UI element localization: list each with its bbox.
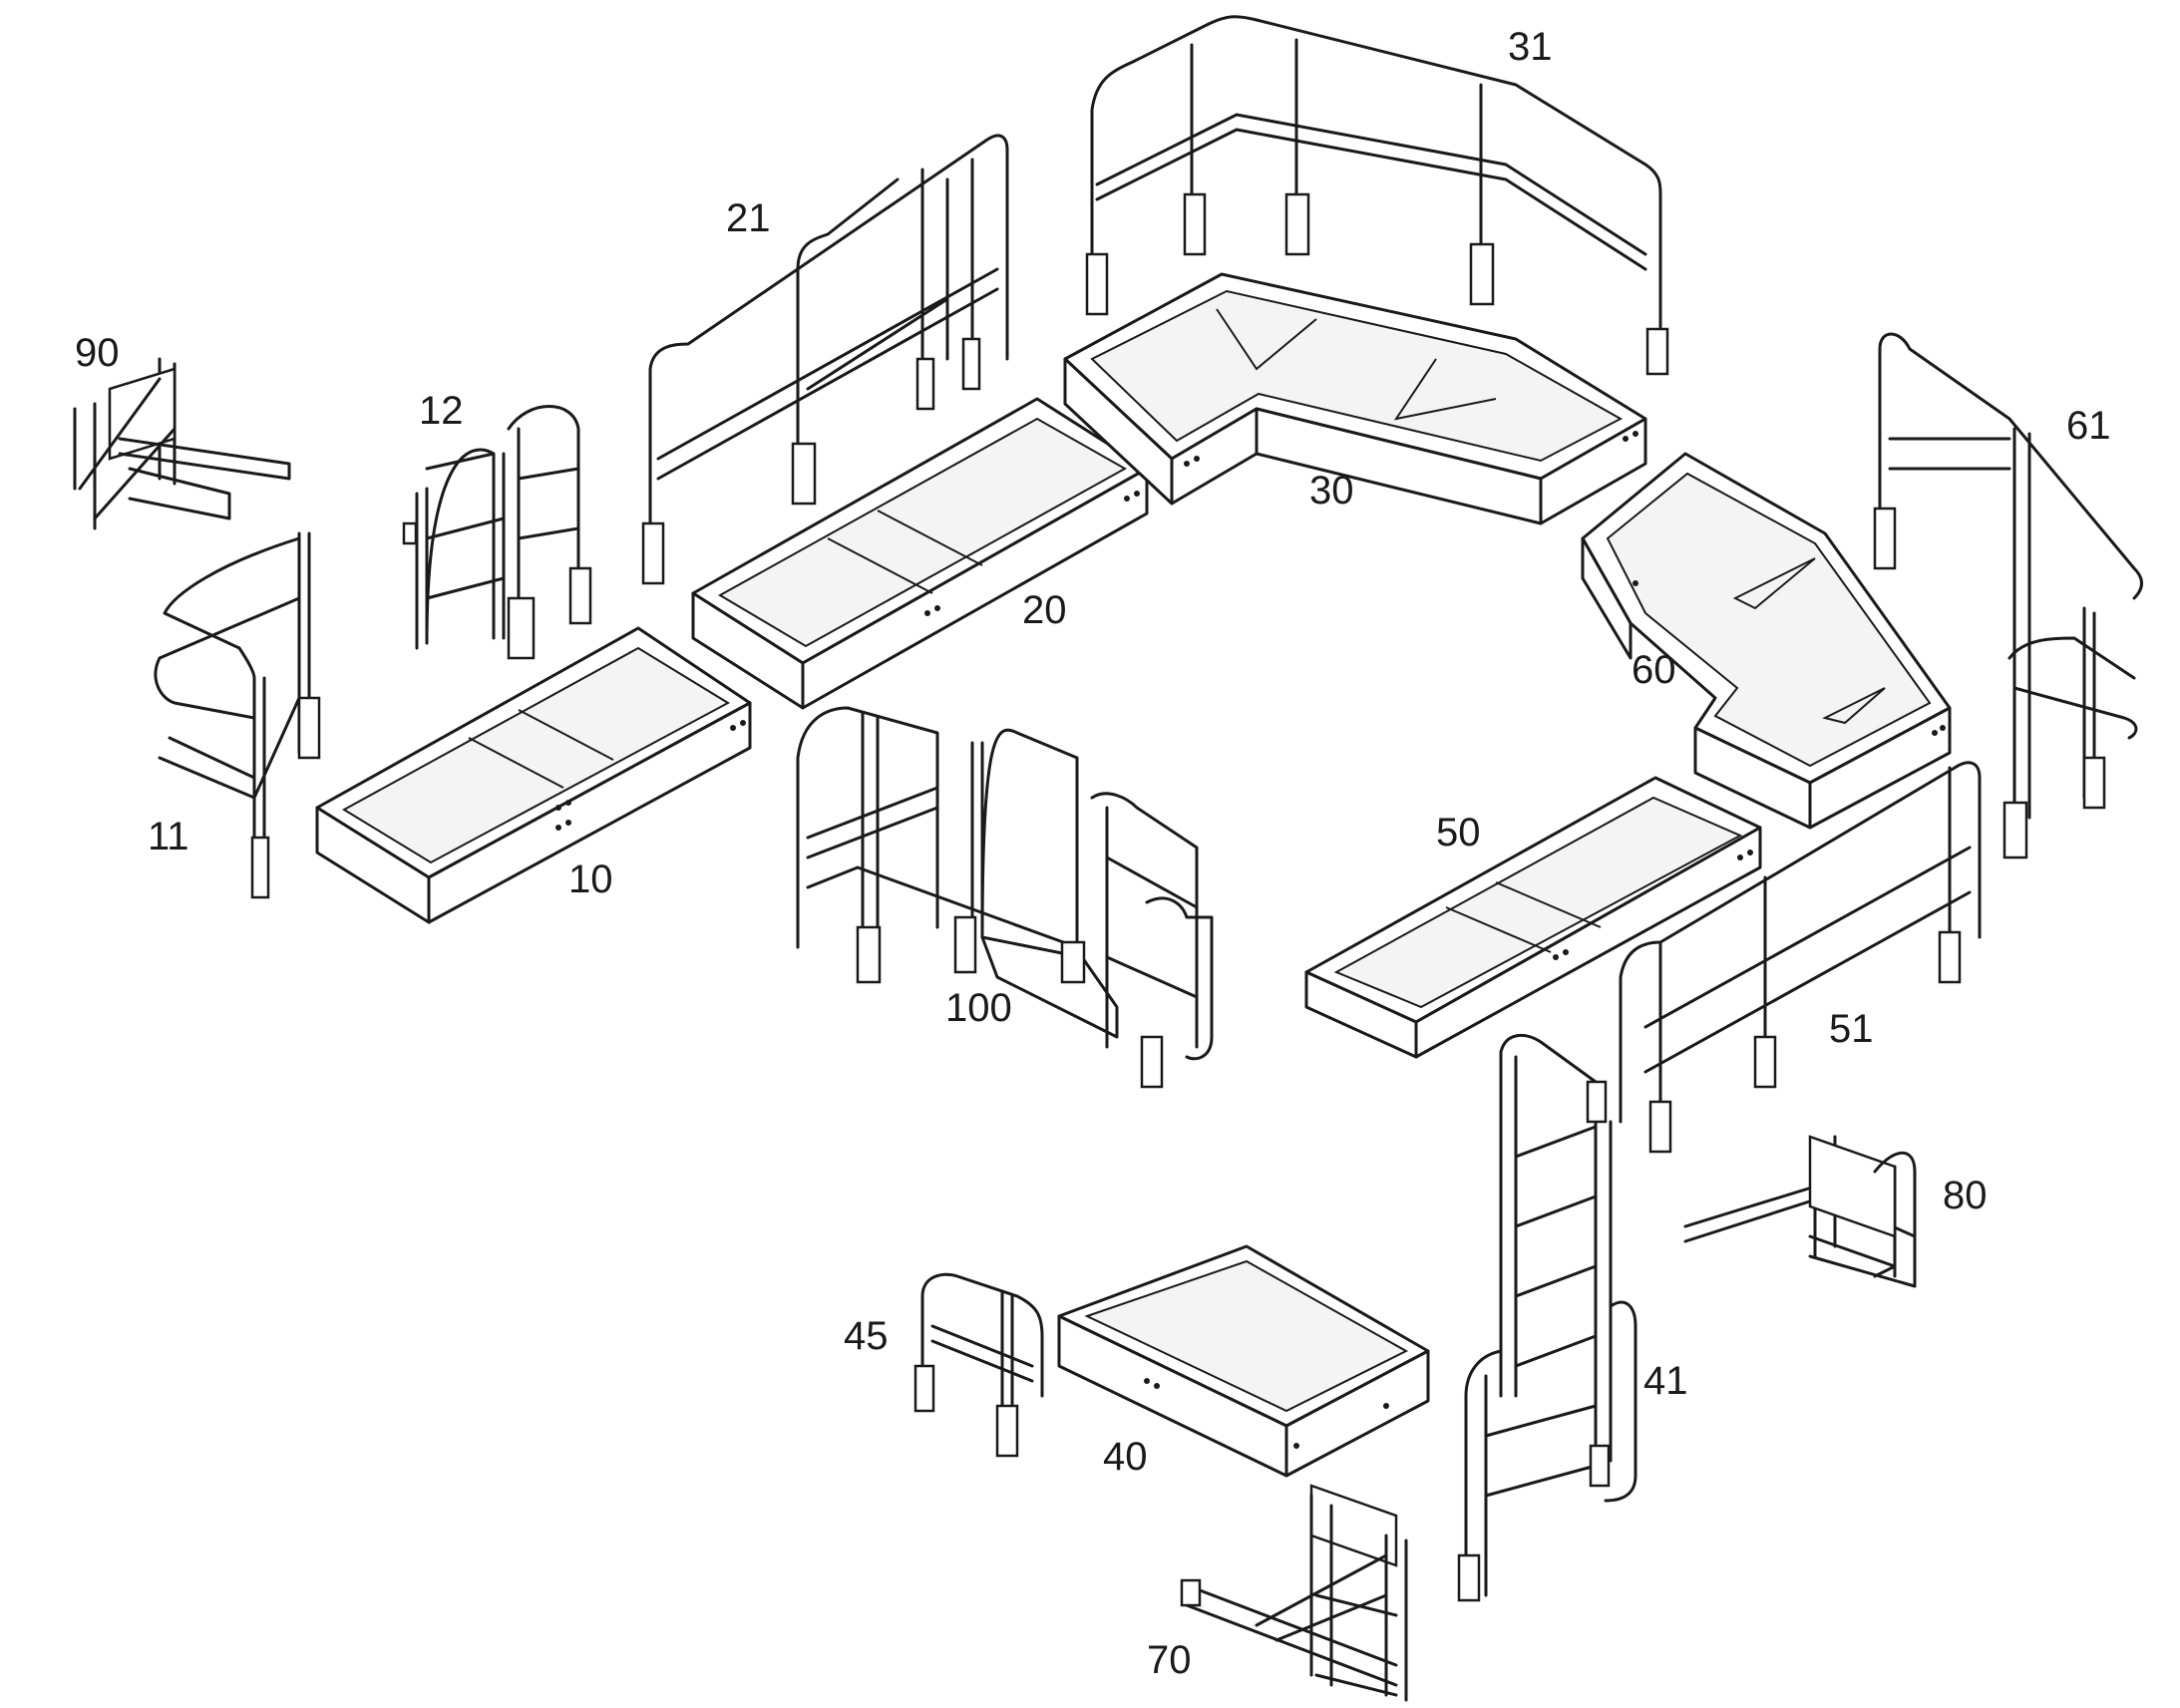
callout-80: 80 <box>1943 1174 1988 1217</box>
guard-part-45 <box>913 1272 1044 1458</box>
platform-part-30 <box>1063 272 1647 525</box>
callout-31: 31 <box>1508 25 1553 69</box>
railing-part-31 <box>1085 15 1669 376</box>
railing-part-61 <box>1873 332 2143 859</box>
callout-12: 12 <box>419 389 464 433</box>
callout-70: 70 <box>1147 1638 1192 1682</box>
callout-51: 51 <box>1829 1007 1874 1051</box>
platform-part-50 <box>1304 776 1762 1059</box>
bracket-part-80 <box>1683 1135 1917 1288</box>
railing-part-21 <box>641 134 1009 585</box>
callout-11: 11 <box>148 815 189 858</box>
callout-30: 30 <box>1309 469 1354 512</box>
platform-part-10 <box>315 626 752 924</box>
callout-100: 100 <box>945 986 1012 1030</box>
callout-50: 50 <box>1436 811 1481 854</box>
callout-10: 10 <box>568 857 613 901</box>
bracket-part-70 <box>1180 1484 1408 1702</box>
callout-21: 21 <box>726 196 771 240</box>
bracket-part-90 <box>73 357 291 530</box>
railing-part-51 <box>1619 761 1982 1154</box>
platform-part-20 <box>691 397 1149 710</box>
platform-part-40 <box>1057 1244 1430 1478</box>
gate-part-12 <box>402 405 592 660</box>
callout-60: 60 <box>1632 648 1676 692</box>
ladder-part-41 <box>1457 1033 1637 1602</box>
railing-part-11 <box>154 531 321 899</box>
platform-part-60 <box>1581 452 1952 830</box>
callout-61: 61 <box>2066 404 2111 448</box>
railing-part-100 <box>796 706 1214 1089</box>
callout-45: 45 <box>844 1314 889 1358</box>
callout-20: 20 <box>1022 588 1067 632</box>
callout-90: 90 <box>75 331 120 375</box>
callout-41: 41 <box>1643 1359 1688 1403</box>
callout-40: 40 <box>1103 1435 1148 1479</box>
